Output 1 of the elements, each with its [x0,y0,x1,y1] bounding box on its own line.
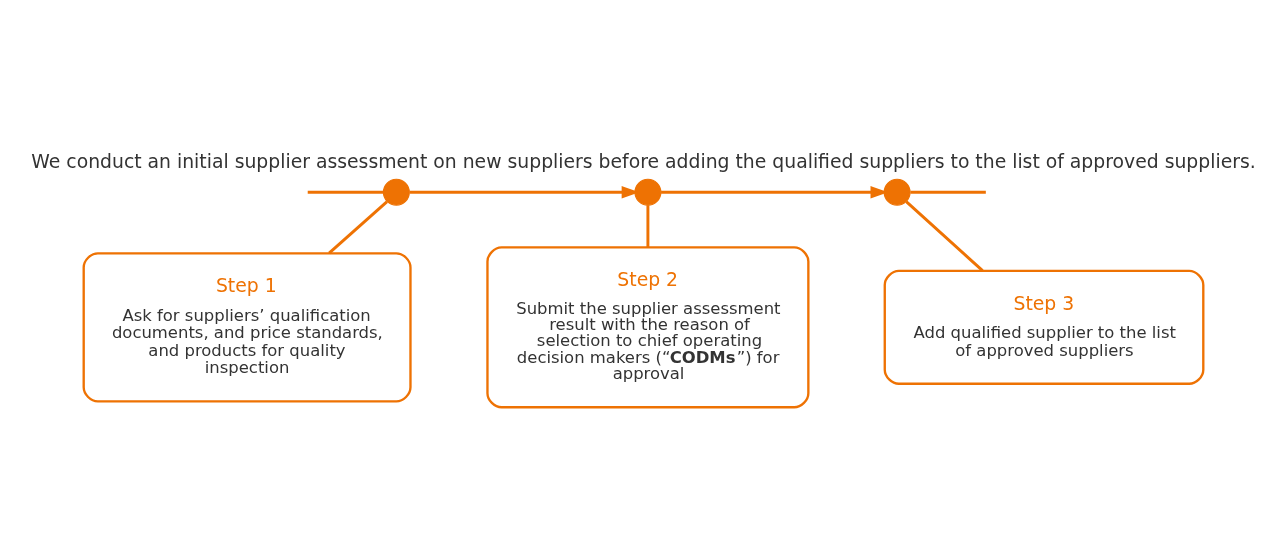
diagram-title: We conduct an initial supplier assessment on new suppliers before adding the qualified suppliers to the list of approved suppliers. [31,150,1256,172]
